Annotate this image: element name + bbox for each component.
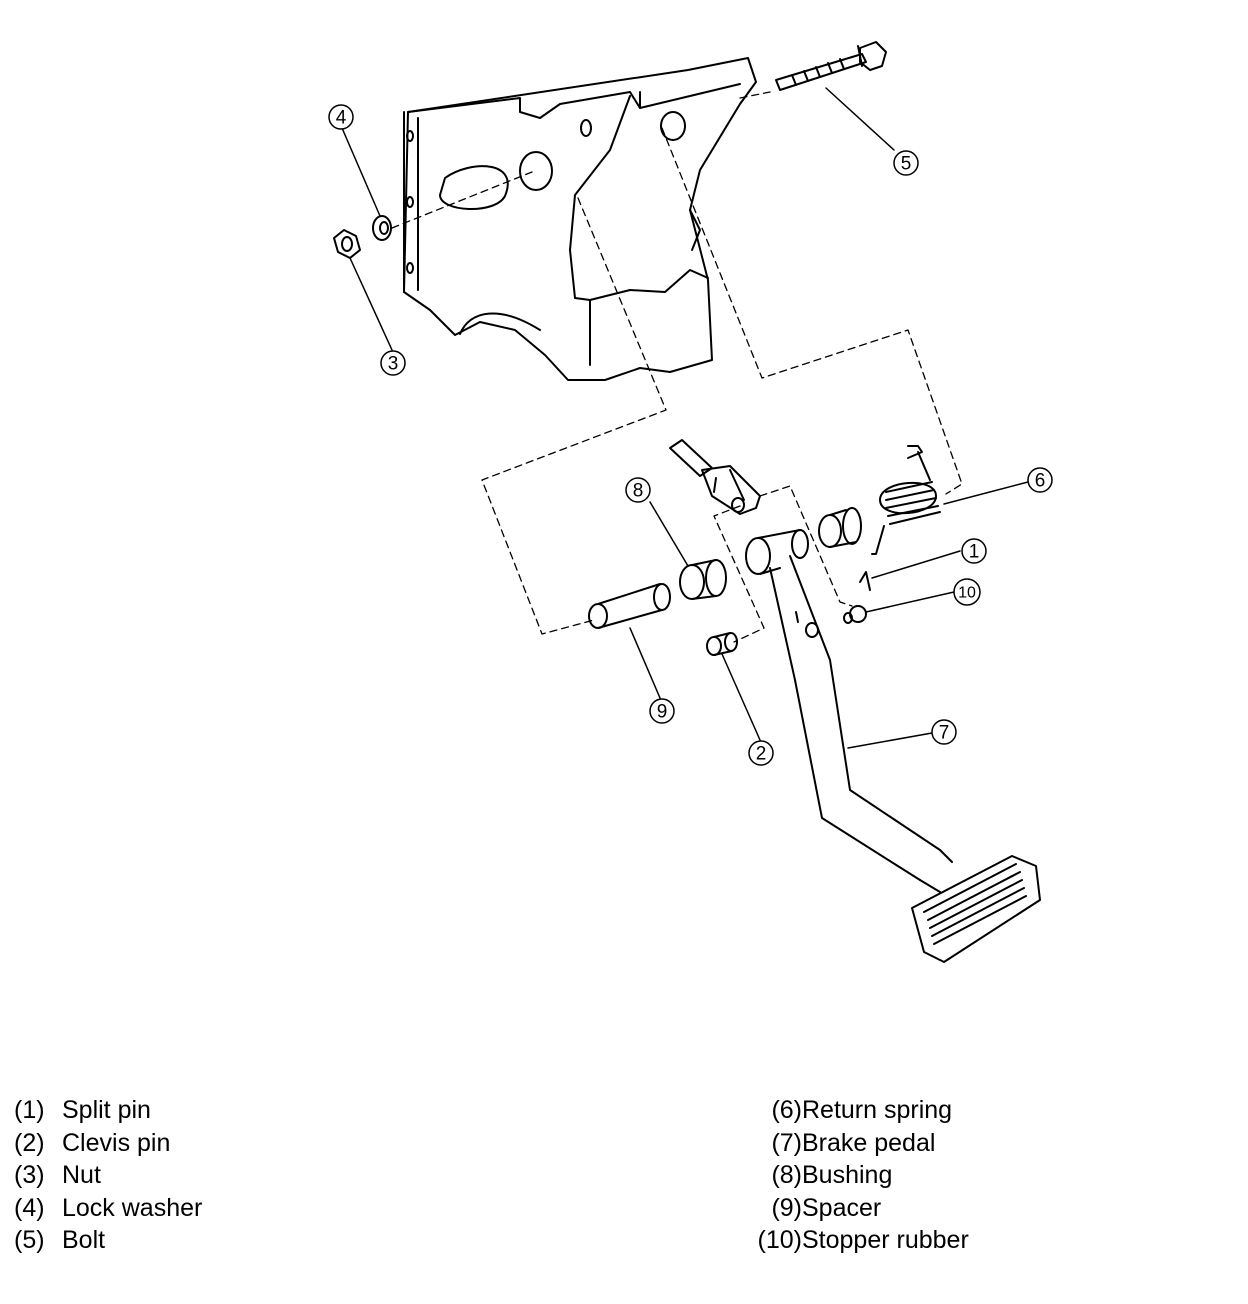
- legend-number: (8): [771, 1161, 802, 1189]
- callout-1-label: 1: [969, 542, 980, 563]
- legend-name: Lock washer: [62, 1193, 203, 1222]
- callout-2-label: 2: [756, 744, 767, 765]
- callout-10-label: 10: [958, 585, 976, 602]
- legend-name: Return spring: [802, 1096, 953, 1124]
- legend-number: (2): [14, 1128, 45, 1157]
- return-spring-part: [871, 445, 941, 555]
- callout-2: 2: [748, 740, 774, 766]
- legend-name: Nut: [62, 1161, 101, 1189]
- bolt-part: [775, 41, 887, 91]
- legend-item-return-spring: (6) Return spring: [738, 1094, 969, 1127]
- bushing-right-part: [818, 507, 862, 548]
- callout-6: 6: [1027, 467, 1053, 493]
- bushing-part: [679, 559, 727, 600]
- callout-9: 9: [649, 698, 675, 724]
- callout-9-label: 9: [657, 702, 668, 723]
- legend-item-spacer: (9) Spacer: [738, 1192, 969, 1225]
- callout-1: 1: [961, 538, 987, 564]
- callout-7: 7: [931, 719, 957, 745]
- legend-number: (9): [771, 1193, 802, 1222]
- legend-name: Bolt: [62, 1226, 106, 1254]
- callout-7-label: 7: [939, 723, 950, 744]
- legend-left: (1) Split pin (2) Clevis pin (3) Nut (4)…: [14, 1094, 202, 1257]
- legend-number: (5): [14, 1226, 45, 1254]
- legend-item-bolt: (5) Bolt: [14, 1224, 202, 1257]
- legend-number: (1): [14, 1096, 45, 1124]
- legend-item-stopper-rubber: (10) Stopper rubber: [738, 1224, 969, 1257]
- callout-3: 3: [380, 350, 406, 376]
- brake-pedal-exploded-diagram: 1 2 3 4 5 6 7 8: [328, 41, 1053, 963]
- split-pin-part: [859, 571, 871, 591]
- clevis-pin-part: [706, 632, 738, 656]
- clevis-part: [669, 439, 761, 515]
- legend-number: (3): [14, 1161, 45, 1189]
- legend-item-lock-washer: (4) Lock washer: [14, 1192, 202, 1225]
- legend-number: (6): [771, 1096, 802, 1124]
- legend-number: (7): [771, 1128, 802, 1157]
- legend-item-clevis-pin: (2) Clevis pin: [14, 1127, 202, 1160]
- legend-name: Brake pedal: [802, 1128, 936, 1157]
- pedal-bracket: [403, 57, 757, 381]
- legend-name: Clevis pin: [62, 1128, 171, 1157]
- legend-item-brake-pedal: (7) Brake pedal: [738, 1127, 969, 1160]
- callout-markers: 1 2 3 4 5 6 7 8: [328, 104, 1053, 766]
- legend-name: Spacer: [802, 1193, 882, 1222]
- legend-number: (10): [757, 1226, 802, 1254]
- legend-item-split-pin: (1) Split pin: [14, 1094, 202, 1127]
- nut-part: [333, 229, 361, 259]
- legend-item-nut: (3) Nut: [14, 1159, 202, 1192]
- lock-washer-part: [372, 215, 392, 241]
- callout-5-label: 5: [901, 154, 912, 175]
- callout-10: 10: [953, 578, 981, 606]
- callout-4-label: 4: [336, 108, 347, 129]
- dashed-connectors: [391, 91, 963, 643]
- legend-item-bushing: (8) Bushing: [738, 1159, 969, 1192]
- callout-3-label: 3: [388, 354, 399, 375]
- leader-lines: [341, 87, 1029, 749]
- callout-8-label: 8: [633, 481, 644, 502]
- callout-4: 4: [328, 104, 354, 130]
- legend-name: Stopper rubber: [802, 1226, 969, 1254]
- legend-name: Bushing: [802, 1161, 893, 1189]
- callout-6-label: 6: [1035, 471, 1046, 492]
- spacer-part: [588, 583, 671, 629]
- legend-name: Split pin: [62, 1096, 151, 1124]
- stopper-rubber-part: [843, 605, 867, 624]
- legend-number: (4): [14, 1193, 45, 1222]
- brake-pedal-part: [745, 529, 1041, 963]
- callout-8: 8: [625, 477, 651, 503]
- callout-5: 5: [893, 150, 919, 176]
- legend-right: (6) Return spring (7) Brake pedal (8) Bu…: [738, 1094, 969, 1257]
